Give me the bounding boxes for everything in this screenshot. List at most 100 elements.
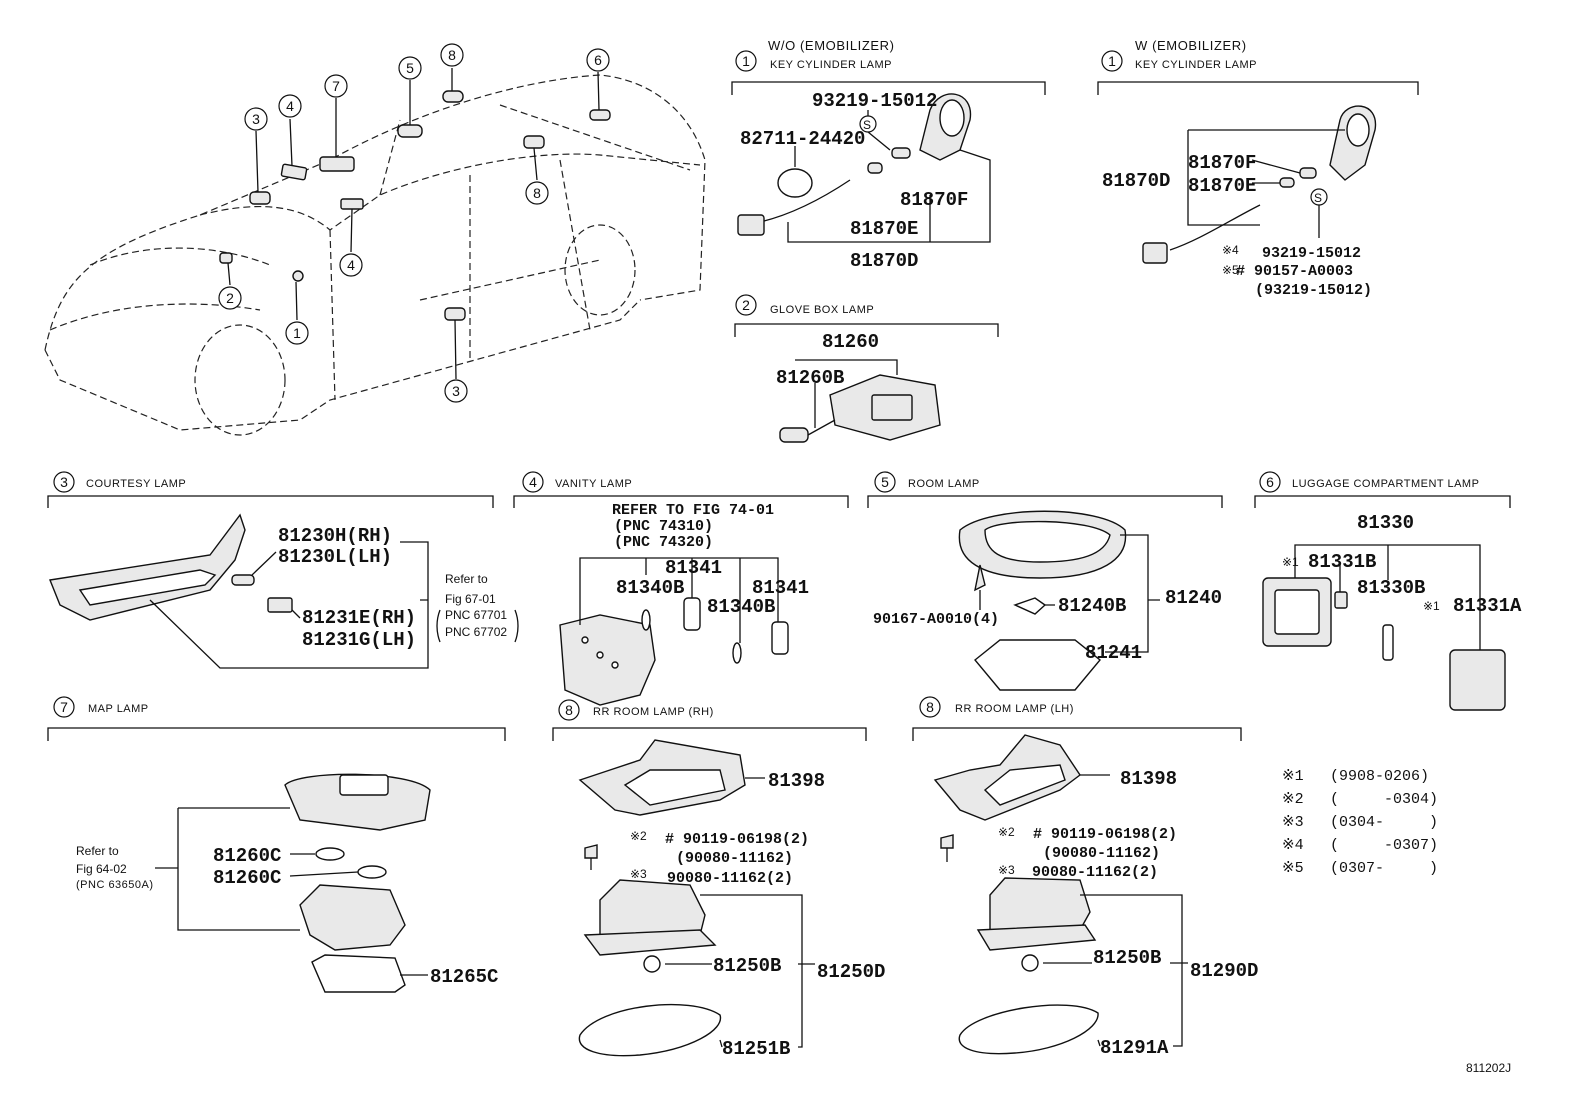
ref-text: Refer to [76,844,119,858]
car-overview [44,68,706,436]
part-number: 81330 [1357,512,1414,534]
part-number: (93219-15012) [1255,282,1372,299]
callout-number: 7 [332,78,340,94]
map-lamp-section: 7 MAP LAMP 81260C 81260C 81265C Refer to… [53,696,498,993]
callout-number: 3 [252,111,260,127]
section-number: 1 [1108,53,1116,69]
part-number: 81260 [822,331,879,353]
section-title: RR ROOM LAMP (RH) [593,706,714,718]
rr-room-lamp-lh-section: 8 RR ROOM LAMP (LH) 81398 ※2 # 90119-061… [919,696,1258,1059]
section-number: 2 [742,297,750,313]
svg-text:S: S [1314,191,1322,205]
ref-text: Fig 67-01 [445,592,496,606]
part-number: # 90157-A0003 [1236,263,1353,280]
mark: ※4 [1222,243,1239,257]
callout-number: 4 [286,98,294,114]
part-number: 81240 [1165,587,1222,609]
part-number: 81341 [665,557,722,579]
legend-mark: ※4 [1282,837,1304,854]
mark: ※1 [1282,555,1299,569]
part-number: 81241 [1085,642,1142,664]
part-number: 81398 [768,770,825,792]
part-number: 81260C [213,845,281,867]
section-number: 5 [881,474,889,490]
ref-text: Fig 64-02 [76,862,127,876]
callout-circle [444,379,468,403]
room-lamp-section: 5 ROOM LAMP 90167-A0010(4) 81240B 81240 … [873,471,1222,691]
part-number: 81340B [616,577,684,599]
part-number: 81398 [1120,768,1177,790]
key-cylinder-w-section: 1 W (EMOBILIZER) KEY CYLINDER LAMP S 818… [1101,38,1377,299]
part-number: 90167-A0010(4) [873,611,999,628]
glove-box-section: 2 GLOVE BOX LAMP 81260 81260B [735,294,941,443]
legend-range: (0304- ) [1330,814,1438,831]
legend-range: ( -0304) [1330,791,1438,808]
part-number: 93219-15012 [1262,245,1361,262]
callout-number: 1 [293,325,301,341]
mark: ※1 [1423,599,1440,613]
legend-range: ( -0307) [1330,837,1438,854]
section-title: COURTESY LAMP [86,478,186,490]
ref-text: Refer to [445,572,488,586]
section-subtitle: KEY CYLINDER LAMP [1135,59,1257,71]
callout-number: 2 [226,290,234,306]
part-number: 81251B [722,1038,790,1060]
callout-circle [586,48,610,72]
part-number: 81230H(RH) [278,525,392,547]
legend-mark: ※3 [1282,814,1304,831]
callout-number: 8 [533,185,541,201]
callout-circle [324,74,348,98]
ref-text: (PNC 74320) [614,534,713,551]
legend-range: (9908-0206) [1330,768,1429,785]
mark: ※2 [998,825,1015,839]
part-number: 81260B [776,367,844,389]
callout-number: 8 [448,47,456,63]
rr-room-lamp-rh-section: 8 RR ROOM LAMP (RH) 81398 ※2 # 90119-061… [558,699,885,1060]
part-number: 81290D [1190,960,1258,982]
section-title: GLOVE BOX LAMP [770,304,874,316]
ref-text: (PNC 63650A) [76,879,154,891]
key-cylinder-wo-section: 1 W/O (EMOBILIZER) KEY CYLINDER LAMP S 9… [735,38,991,272]
part-number: 81870E [1188,175,1256,197]
part-number: 81870F [1188,152,1256,174]
part-number: 81260C [213,867,281,889]
ref-text: (PNC 74310) [614,518,713,535]
part-number: # 90119-06198(2) [665,831,809,848]
callout-number: 4 [347,257,355,273]
mark: ※2 [630,829,647,843]
part-number: 90080-11162(2) [1032,864,1158,881]
callout-circle [440,43,464,67]
section-title: ROOM LAMP [908,478,980,490]
part-number: 81230L(LH) [278,546,392,568]
ref-text: PNC 67701 [445,608,507,622]
part-number: 81331A [1453,595,1522,617]
svg-text:S: S [863,118,871,132]
mark: ※3 [998,863,1015,877]
section-number: 1 [742,53,750,69]
part-number: 81250B [713,955,781,977]
callout-circle [218,286,242,310]
section-title: W (EMOBILIZER) [1135,38,1247,53]
part-number: 90080-11162(2) [667,870,793,887]
section-number: 3 [60,474,68,490]
part-number: 81265C [430,966,498,988]
part-number: 81231G(LH) [302,629,416,651]
figure-id: 811202J [1466,1061,1511,1075]
part-number: 81250D [817,961,885,983]
part-number: 81341 [752,577,809,599]
part-number: 82711-24420 [740,128,865,150]
part-number: 81231E(RH) [302,607,416,629]
mark: ※5 [1222,263,1239,277]
section-number: 7 [60,699,68,715]
part-number: 81330B [1357,577,1425,599]
courtesy-lamp-section: 3 COURTESY LAMP 81230H(RH) 81230L(LH) 81… [49,471,519,669]
callout-circle [278,94,302,118]
ref-text: REFER TO FIG 74-01 [612,502,774,519]
legend-mark: ※2 [1282,791,1304,808]
ref-text: PNC 67702 [445,625,507,639]
date-legend: ※1(9908-0206)※2( -0304)※3(0304- )※4( -03… [1282,768,1438,877]
section-title: LUGGAGE COMPARTMENT LAMP [1292,478,1479,490]
part-number: 81250B [1093,947,1161,969]
part-number: 81870E [850,218,918,240]
